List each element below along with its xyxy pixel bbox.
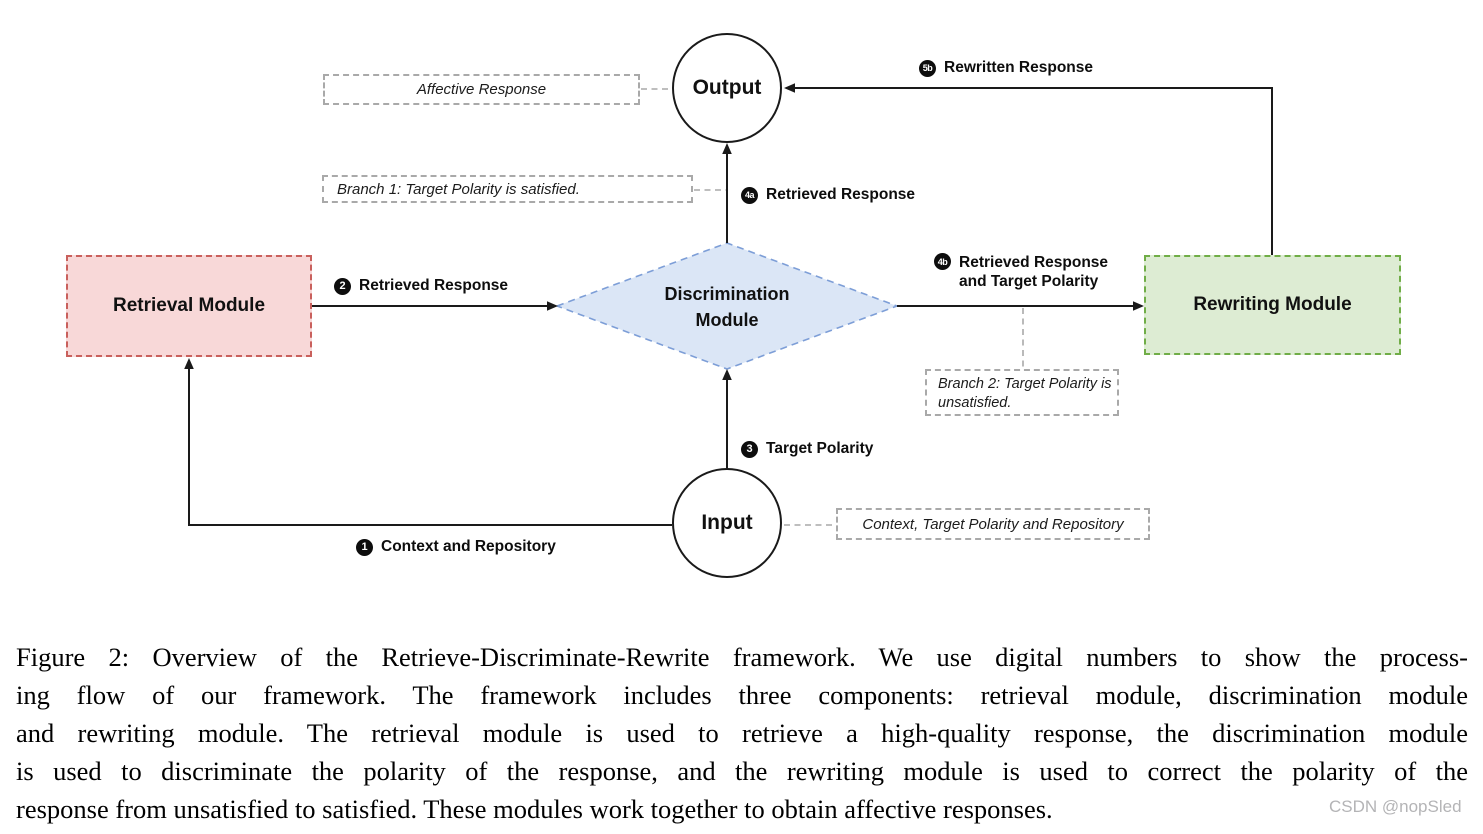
caption-line: and rewriting module. The retrieval modu… <box>16 718 1468 748</box>
step5b-badge-icon: 5b <box>919 59 936 77</box>
affective-response-text: Affective Response <box>416 81 547 98</box>
branch1-note: Branch 1: Target Polarity is satisfied. <box>322 175 693 203</box>
caption-line: Figure 2: Overview of the Retrieve-Discr… <box>16 642 1468 672</box>
discrimination-module-label: Discrimination Module <box>617 281 837 333</box>
step4a-badge-icon: 4a <box>741 186 758 204</box>
branch2-text-line1: Branch 2: Target Polarity is <box>938 376 1112 392</box>
flow-label-step1: 1 Context and Repository <box>356 538 556 556</box>
step3-label: Target Polarity <box>766 440 874 457</box>
flow-label-step4b: 4b Retrieved Response and Target Polarit… <box>934 253 1108 291</box>
branch1-text: Branch 1: Target Polarity is satisfied. <box>337 180 580 198</box>
step4b-label-line1: Retrieved Response <box>959 254 1109 271</box>
output-node: Output <box>672 33 782 143</box>
step4b-label-line2: and Target Polarity <box>959 273 1099 290</box>
flow-label-step2: 2 Retrieved Response <box>334 277 508 295</box>
step5b-label: Rewritten Response <box>944 59 1094 76</box>
flow-label-step3: 3 Target Polarity <box>741 440 873 458</box>
affective-response-note: Affective Response <box>323 74 640 105</box>
input-contents-note: Context, Target Polarity and Repository <box>836 508 1150 540</box>
step1-label: Context and Repository <box>381 538 556 555</box>
input-node: Input <box>672 468 782 578</box>
discrimination-label-line1: Discrimination <box>664 284 790 304</box>
figure-caption: Figure 2: Overview of the Retrieve-Discr… <box>16 638 1468 828</box>
rewriting-module-box: Rewriting Module <box>1144 255 1401 355</box>
input-node-label: Input <box>701 511 753 534</box>
step1-badge-icon: 1 <box>356 538 373 556</box>
step2-badge-icon: 2 <box>334 277 351 295</box>
flow-arrows-layer <box>184 83 1273 526</box>
retrieval-module-label: Retrieval Module <box>112 295 266 316</box>
step3-badge-icon: 3 <box>741 440 758 458</box>
output-node-label: Output <box>692 76 762 99</box>
caption-line: response from unsatisfied to satisfied. … <box>16 794 1053 824</box>
rewriting-module-label: Rewriting Module <box>1193 294 1352 315</box>
step4b-label: Retrieved Response and Target Polarity <box>959 253 1108 291</box>
caption-line: ing flow of our framework. The framework… <box>16 680 1468 710</box>
step2-label: Retrieved Response <box>359 277 509 294</box>
branch2-note: Branch 2: Target Polarity is unsatisfied… <box>925 369 1119 416</box>
caption-line: is used to discriminate the polarity of … <box>16 756 1468 786</box>
step4b-badge-icon: 4b <box>934 253 951 270</box>
arrow-rewriting-to-output <box>795 87 1273 255</box>
arrow-input-to-retrieval <box>188 369 672 526</box>
watermark: CSDN @nopSled <box>1329 797 1462 816</box>
flow-label-step4a: 4a Retrieved Response <box>741 186 915 204</box>
retrieval-module-box: Retrieval Module <box>66 255 312 357</box>
discrimination-label-line2: Module <box>695 310 759 330</box>
branch2-text-line2: unsatisfied. <box>938 395 1012 411</box>
step4a-label: Retrieved Response <box>766 186 916 203</box>
flow-label-step5b: 5b Rewritten Response <box>919 59 1093 77</box>
input-contents-text: Context, Target Polarity and Repository <box>862 515 1124 533</box>
